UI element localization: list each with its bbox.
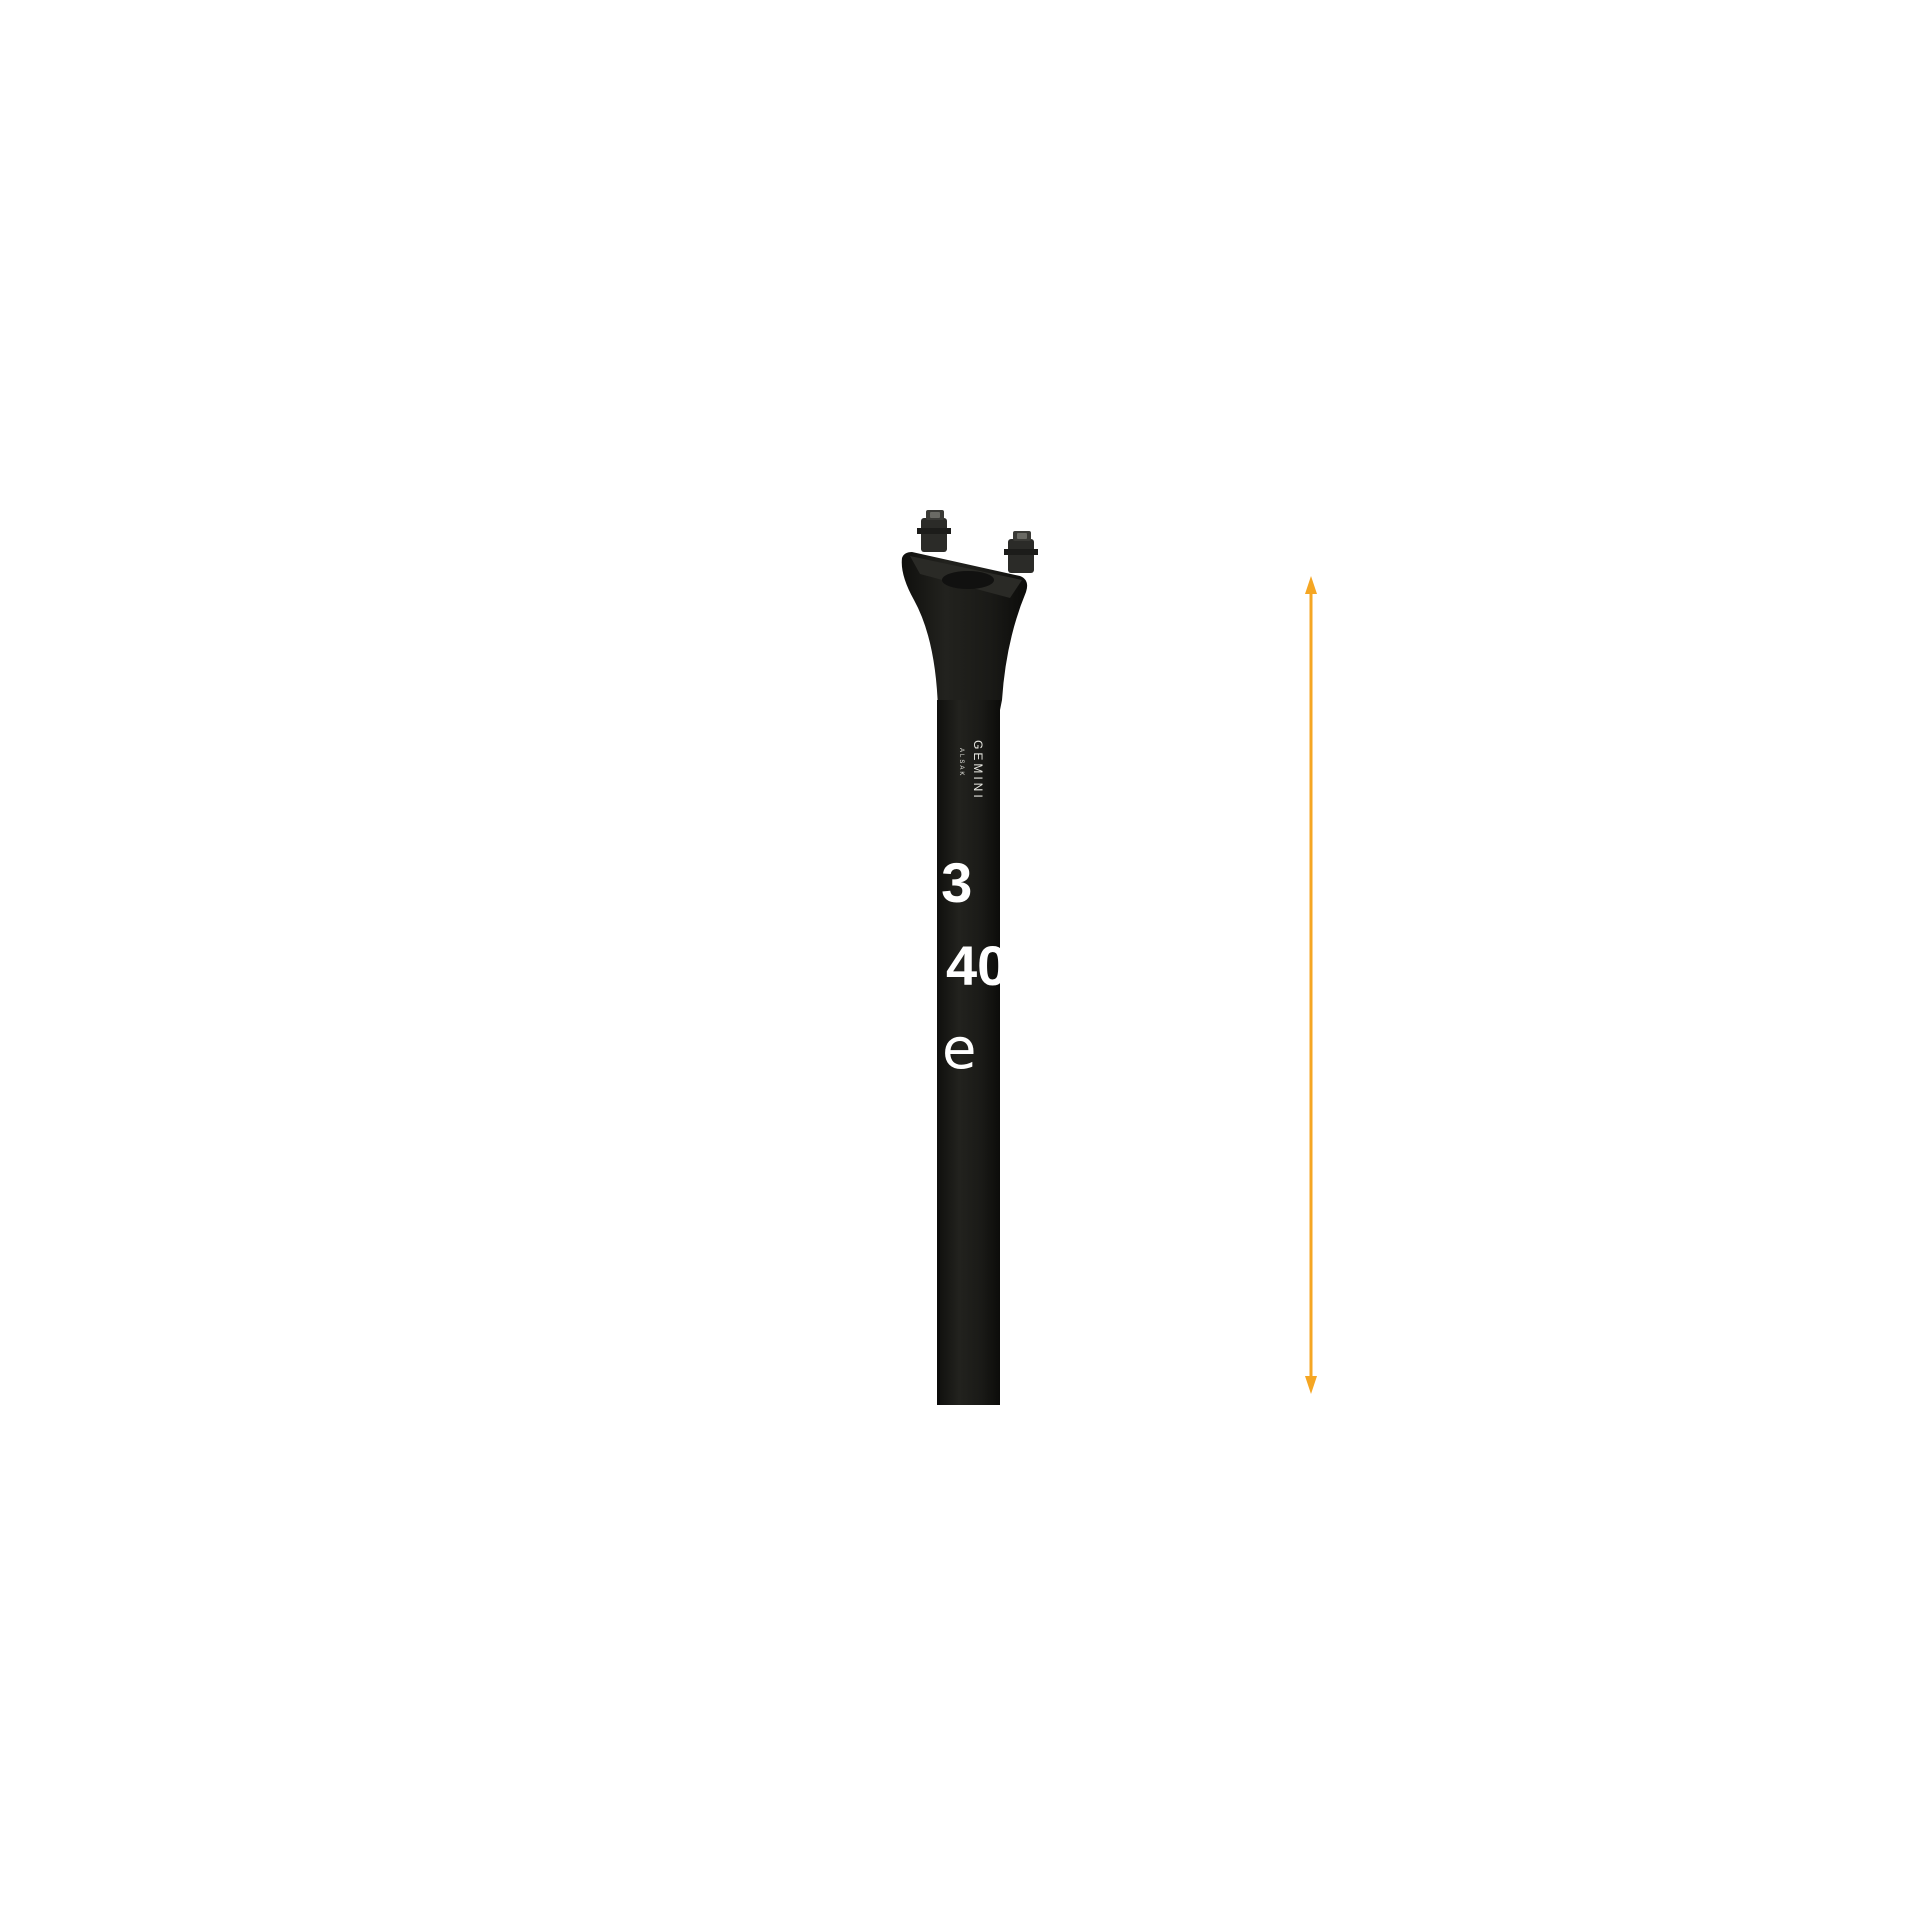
seatpost-shaft bbox=[937, 700, 1000, 1405]
clamp-window bbox=[942, 571, 994, 589]
left-clamp-bolt bbox=[917, 510, 951, 552]
brand-name: GEMINI bbox=[971, 740, 985, 801]
length-indicator-icon bbox=[1305, 576, 1317, 1394]
overlay-text-line2: 40 bbox=[946, 934, 1008, 997]
brand-sub-name: ALSAK bbox=[958, 748, 964, 777]
overlay-text-group: , 3 40 e bbox=[910, 851, 1008, 1082]
insertion-mark bbox=[937, 1210, 940, 1405]
overlay-text-line1: , 3 bbox=[910, 851, 972, 914]
overlay-text-line3: e bbox=[942, 1017, 976, 1082]
right-clamp-bolt bbox=[1004, 531, 1038, 573]
brand-label-group: GEMINI ALSAK bbox=[958, 740, 985, 801]
